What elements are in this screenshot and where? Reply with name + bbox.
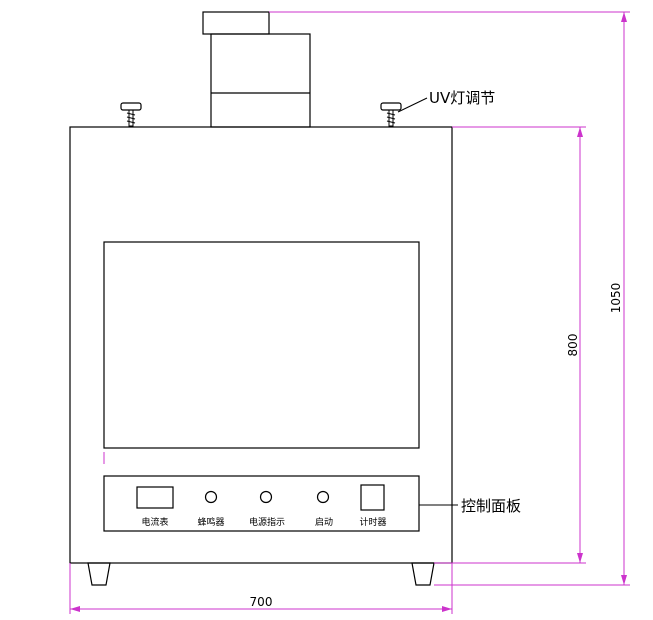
buzzer — [204, 490, 218, 504]
start-label: 启动 — [315, 516, 333, 528]
ammeter-display — [136, 486, 174, 509]
power-indicator-light — [259, 490, 273, 504]
timer-label: 计时器 — [359, 516, 386, 528]
ammeter-label: 电流表 — [141, 516, 168, 528]
right-adjust-knob[interactable] — [380, 102, 402, 127]
dim-arrow-cabinet-bottom — [577, 553, 583, 563]
dim-arrow-total-top — [621, 12, 627, 22]
power-indicator-label: 电源指示 — [249, 516, 285, 528]
dim-arrow-width-left — [70, 606, 80, 612]
left-adjust-knob[interactable] — [120, 102, 142, 127]
left-foot — [87, 562, 111, 586]
dim-arrow-width-right — [442, 606, 452, 612]
viewing-window — [103, 241, 420, 449]
control-panel — [103, 475, 420, 532]
buzzer-label: 蜂鸣器 — [197, 516, 224, 528]
lamp-housing — [210, 33, 311, 128]
uv-lamp-leader — [397, 97, 428, 113]
start-button[interactable] — [316, 490, 330, 504]
dim-cabinet-height-label: 800 — [566, 334, 580, 357]
right-foot — [411, 562, 435, 586]
dim-width-label: 700 — [250, 595, 273, 609]
timer-display — [360, 484, 385, 511]
control-panel-label: 控制面板 — [461, 497, 521, 515]
dim-arrow-cabinet-top — [577, 127, 583, 137]
lamp-cap — [202, 11, 270, 35]
cabinet-body — [69, 126, 453, 564]
uv-lamp-adjust-label: UV灯调节 — [429, 89, 495, 107]
dim-arrow-total-bottom — [621, 575, 627, 585]
dim-total-height-label: 1050 — [609, 283, 623, 314]
